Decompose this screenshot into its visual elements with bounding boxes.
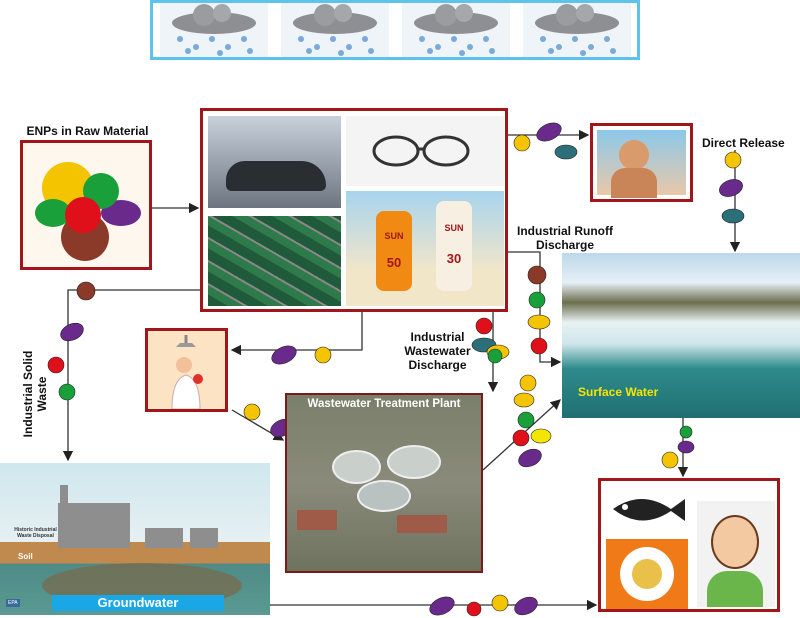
car-factory-image: [208, 116, 341, 208]
shower-use-box: [145, 328, 228, 412]
nanoparticle-cluster-icon: [35, 162, 141, 261]
wwtp-label: Wastewater Treatment Plant: [307, 398, 461, 410]
wastewater-label-line3: Discharge: [408, 358, 467, 372]
sunscreen-image: SUN 50 SUN 30: [346, 191, 504, 306]
sunscreen-spf: 30: [446, 251, 462, 266]
wastewater-label-line1: Industrial: [410, 330, 465, 344]
rain-cloud-icon: [401, 3, 510, 57]
human-exposure-box: [598, 478, 780, 612]
raw-material-label: ENPs in Raw Material: [26, 124, 149, 138]
nanoparticles: [47, 122, 745, 617]
sunscreen-brand: SUN: [384, 231, 404, 241]
food-plate-image: [606, 539, 688, 609]
rain-cloud-icon: [522, 3, 631, 57]
arrow-solid-waste: [62, 289, 200, 462]
rain-cloud-icon: [159, 3, 268, 57]
house-icon: [190, 528, 218, 548]
epa-logo: EPA: [6, 599, 20, 607]
fish-icon: [613, 499, 685, 521]
wastewater-label-line2: Wastewater: [404, 344, 471, 358]
consumer-sunbather-box: [590, 123, 693, 202]
factory-icon: [58, 503, 130, 548]
rain-cloud-icon: [280, 3, 389, 57]
raw-material-box: [20, 140, 152, 270]
direct-release-label: Direct Release: [702, 136, 785, 150]
eyeglasses-icon: [372, 135, 470, 167]
eyeglasses-image: [346, 116, 504, 186]
sunscreen-brand: SUN: [444, 223, 464, 233]
groundwater-image: Historic Industrial Waste Disposal Soil …: [0, 463, 270, 615]
industrial-products-box: SUN 50 SUN 30: [200, 108, 508, 312]
solid-waste-label: Industrial Solid Waste: [21, 350, 49, 438]
runoff-label-line1: Industrial Runoff: [517, 224, 613, 238]
arrow-products-to-shower: [230, 312, 363, 356]
soil-label: Soil: [18, 552, 33, 561]
sunbather-image: [597, 130, 686, 198]
circuit-board-image: [208, 216, 341, 306]
sunscreen-spf: 50: [386, 255, 402, 270]
rain-panel: [150, 0, 640, 60]
runoff-label-line2: Discharge: [535, 238, 595, 252]
surface-water-image: Surface Water: [562, 253, 800, 418]
surface-water-label: Surface Water: [578, 385, 659, 399]
wastewater-treatment-plant-image: Wastewater Treatment Plant: [285, 393, 483, 573]
person-drinking-image: [697, 501, 775, 607]
groundwater-label: Groundwater: [52, 595, 224, 611]
historic-disposal-label: Historic Industrial Waste Disposal: [14, 527, 57, 539]
house-icon: [145, 528, 183, 548]
shower-person-icon: [171, 335, 203, 409]
